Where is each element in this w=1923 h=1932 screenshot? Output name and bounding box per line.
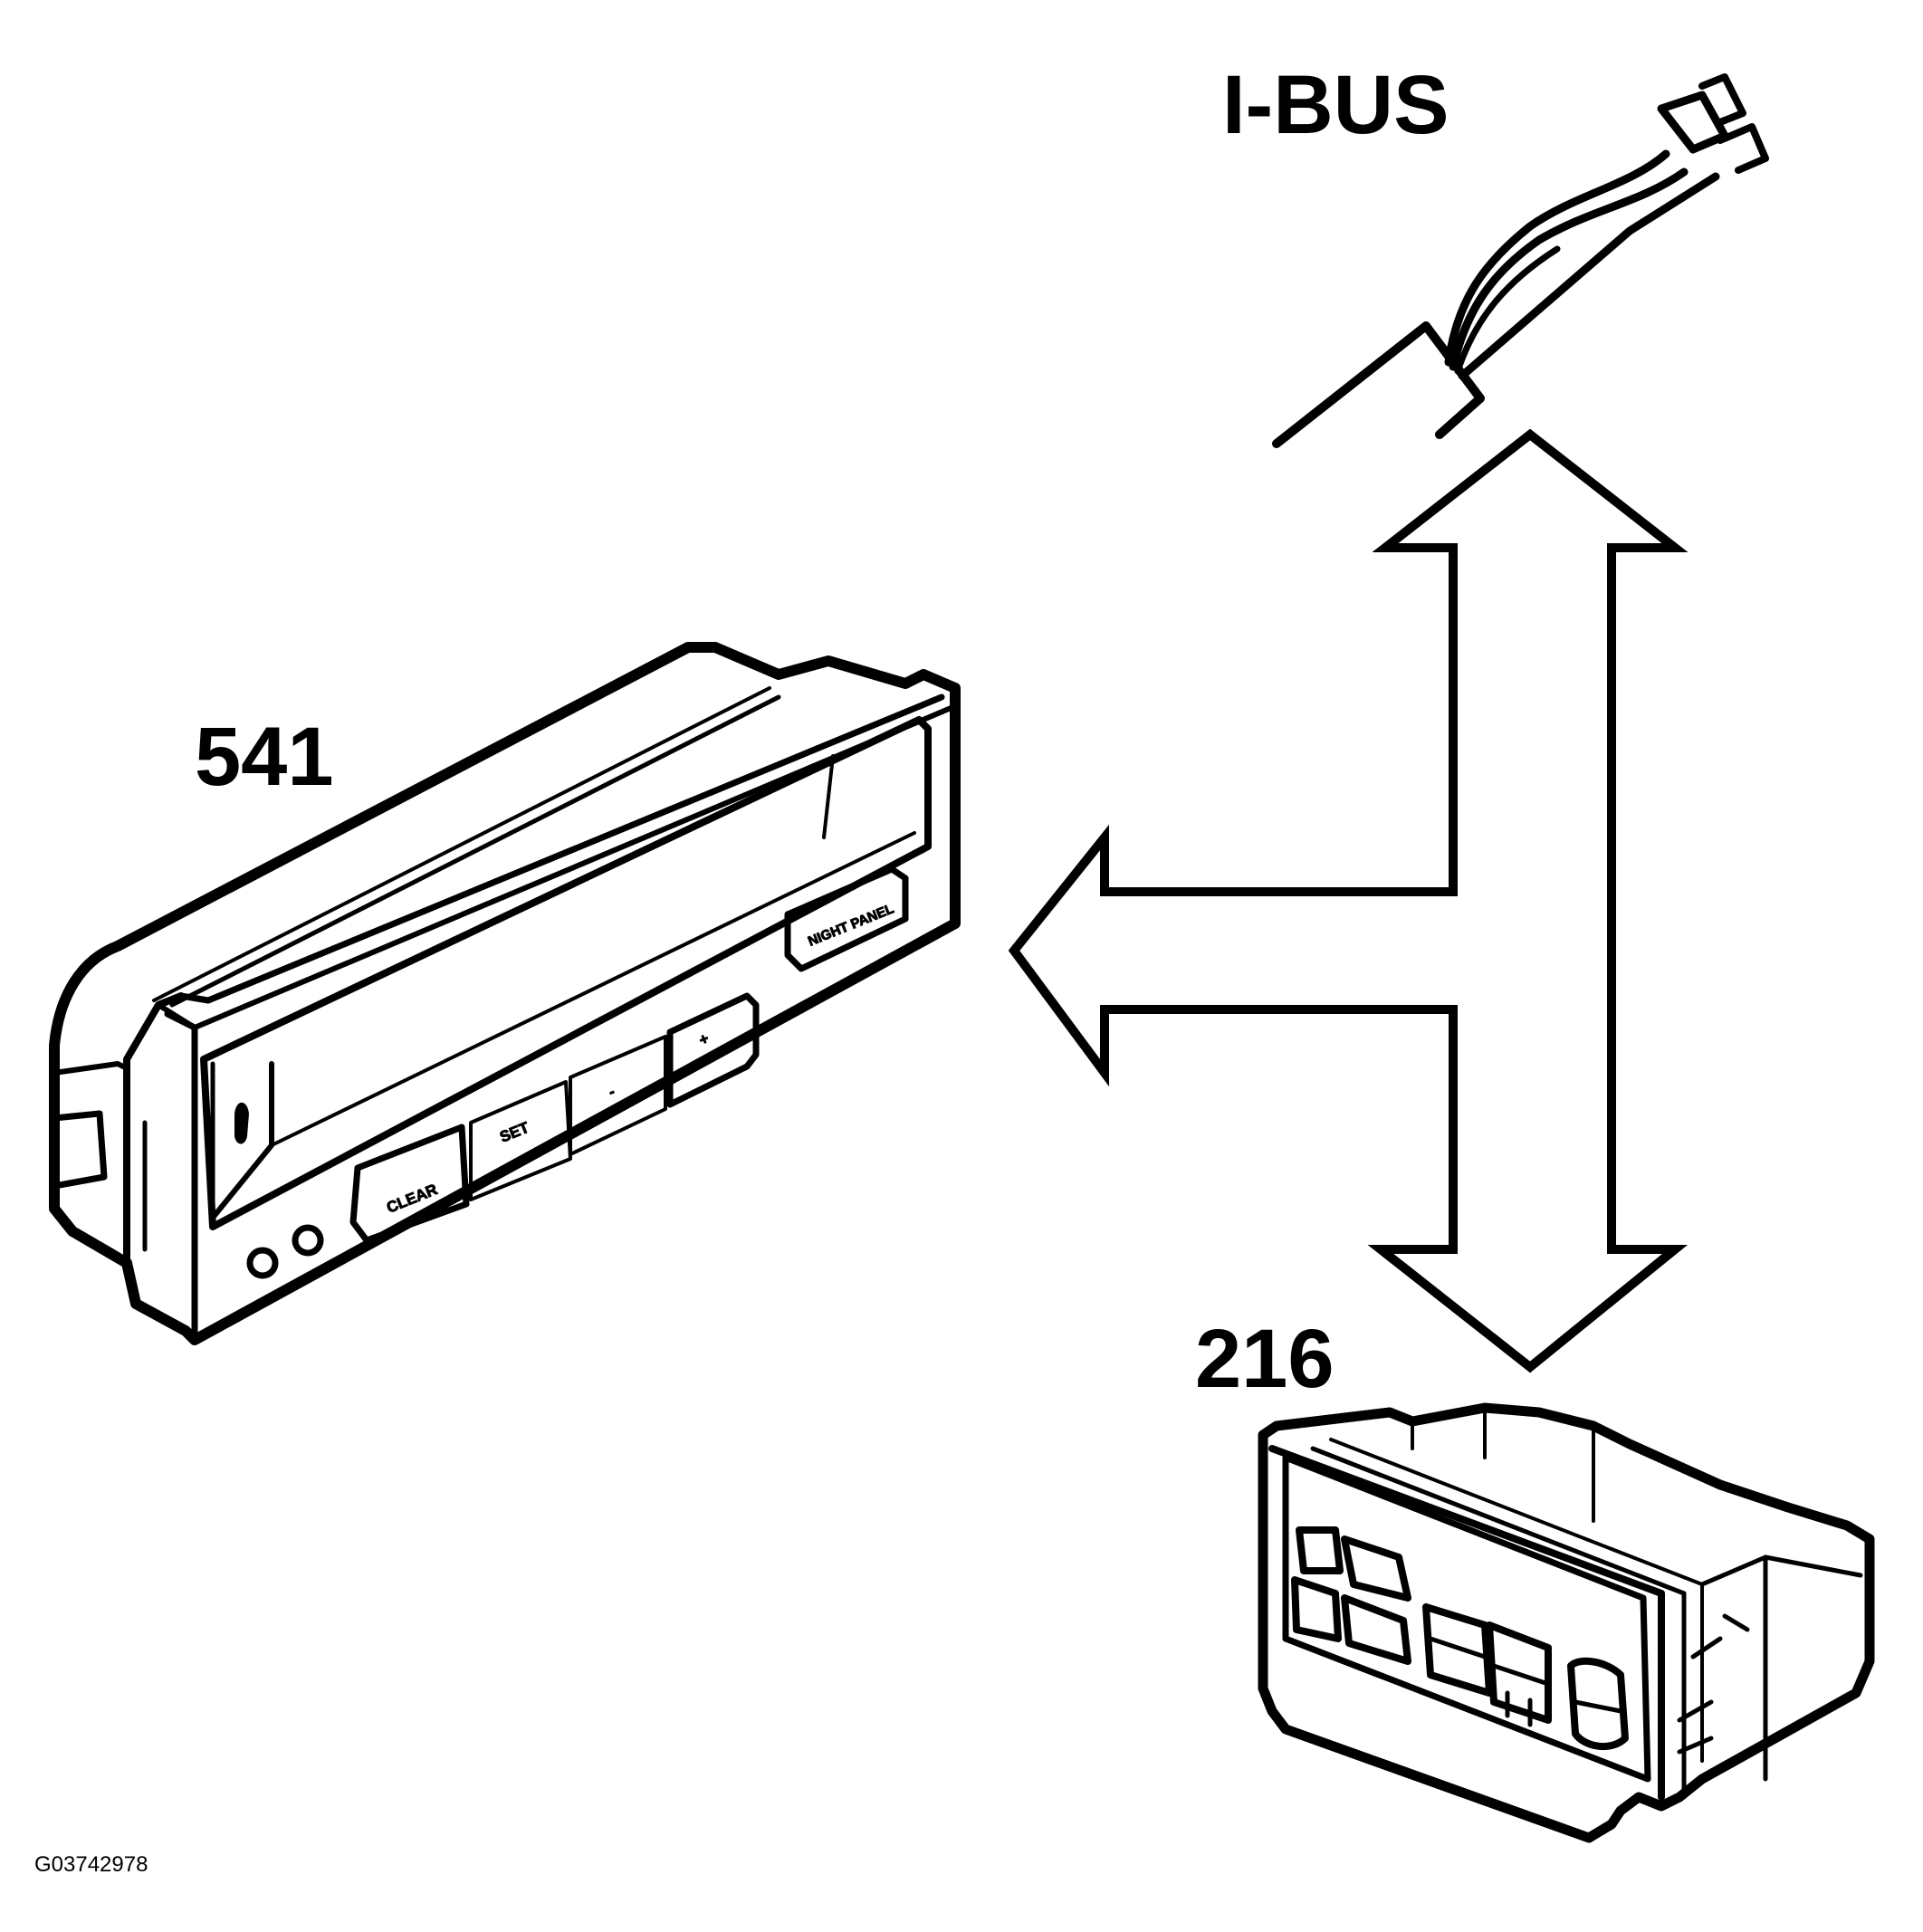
ibus-connector-icon — [1272, 73, 1769, 448]
figure-id: G03742978 — [34, 1852, 148, 1877]
module-541-icon: CLEAR SET - + NIGHT PANEL — [49, 642, 961, 1345]
button-set-label: SET — [497, 1118, 531, 1145]
bus-arrows — [1008, 428, 1689, 1373]
label-module-216: 216 — [1195, 1313, 1335, 1405]
label-ibus: I-BUS — [1222, 59, 1449, 151]
label-module-541: 541 — [195, 711, 334, 803]
button-plus-label: + — [696, 1029, 711, 1048]
button-minus-label: - — [606, 1083, 617, 1101]
module-216-icon — [1258, 1402, 1875, 1843]
